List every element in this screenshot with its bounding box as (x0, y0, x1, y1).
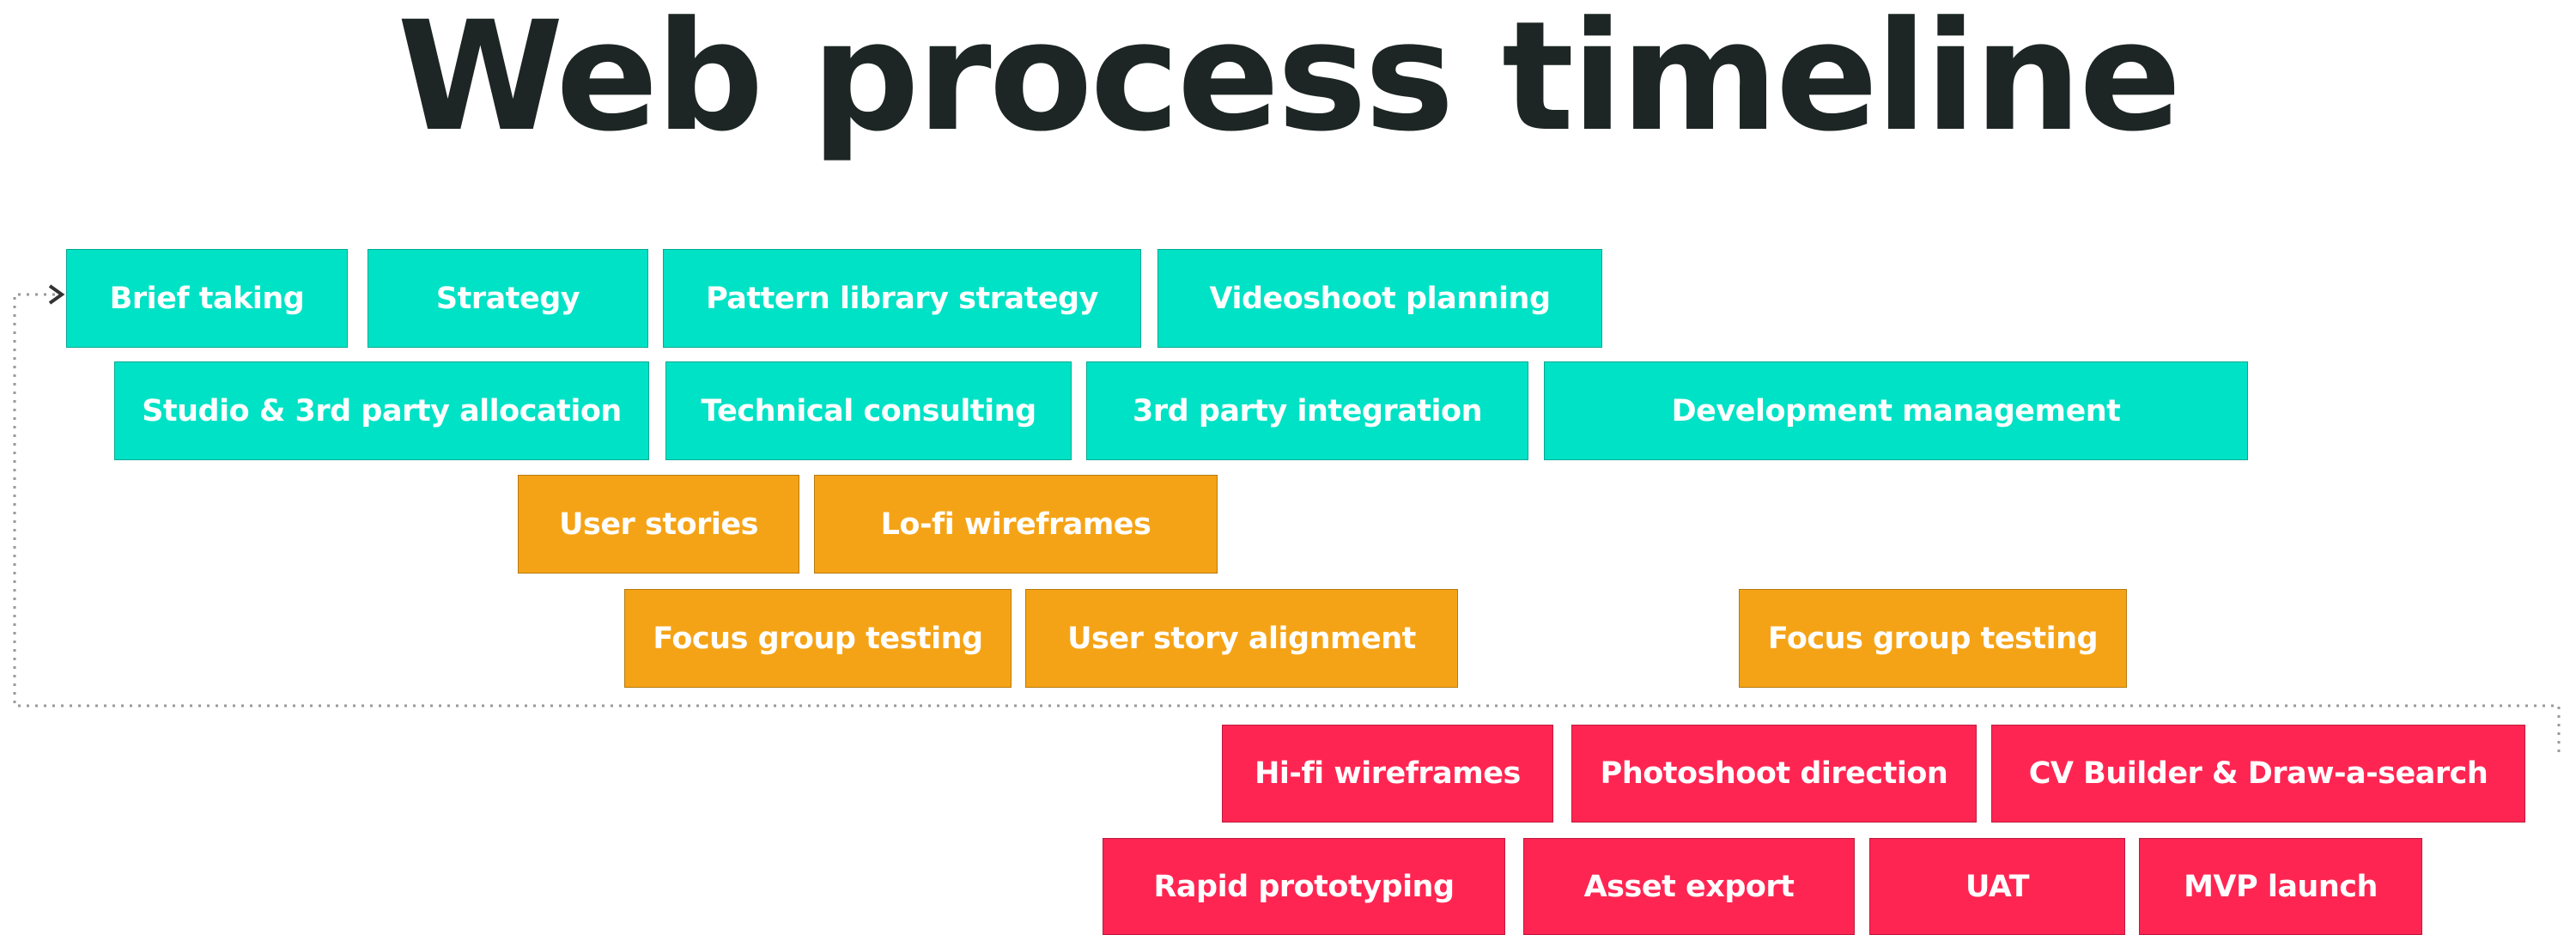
timeline-step: Technical consulting (665, 361, 1072, 460)
timeline-step: Brief taking (66, 249, 348, 348)
timeline-step: Studio & 3rd party allocation (114, 361, 649, 460)
timeline-step: Focus group testing (1739, 589, 2127, 688)
timeline-step: User story alignment (1025, 589, 1458, 688)
timeline-step: Development management (1544, 361, 2248, 460)
timeline-step: Rapid prototyping (1103, 838, 1505, 935)
timeline-step: CV Builder & Draw-a-search (1991, 725, 2525, 823)
timeline-step: 3rd party integration (1086, 361, 1528, 460)
arrow-head-icon (48, 284, 65, 305)
timeline-step: Strategy (368, 249, 648, 348)
timeline-step: Asset export (1523, 838, 1855, 935)
timeline-step: Pattern library strategy (663, 249, 1141, 348)
timeline-step: MVP launch (2139, 838, 2422, 935)
loop-back-line (13, 293, 2561, 752)
timeline-step: UAT (1869, 838, 2125, 935)
timeline-step: Hi-fi wireframes (1222, 725, 1553, 823)
timeline-step: Photoshoot direction (1571, 725, 1977, 823)
timeline-step: Focus group testing (624, 589, 1012, 688)
page-title: Web process timeline (397, 0, 2181, 165)
timeline-step: Videoshoot planning (1157, 249, 1602, 348)
timeline-step: Lo-fi wireframes (814, 475, 1218, 574)
timeline-step: User stories (518, 475, 799, 574)
